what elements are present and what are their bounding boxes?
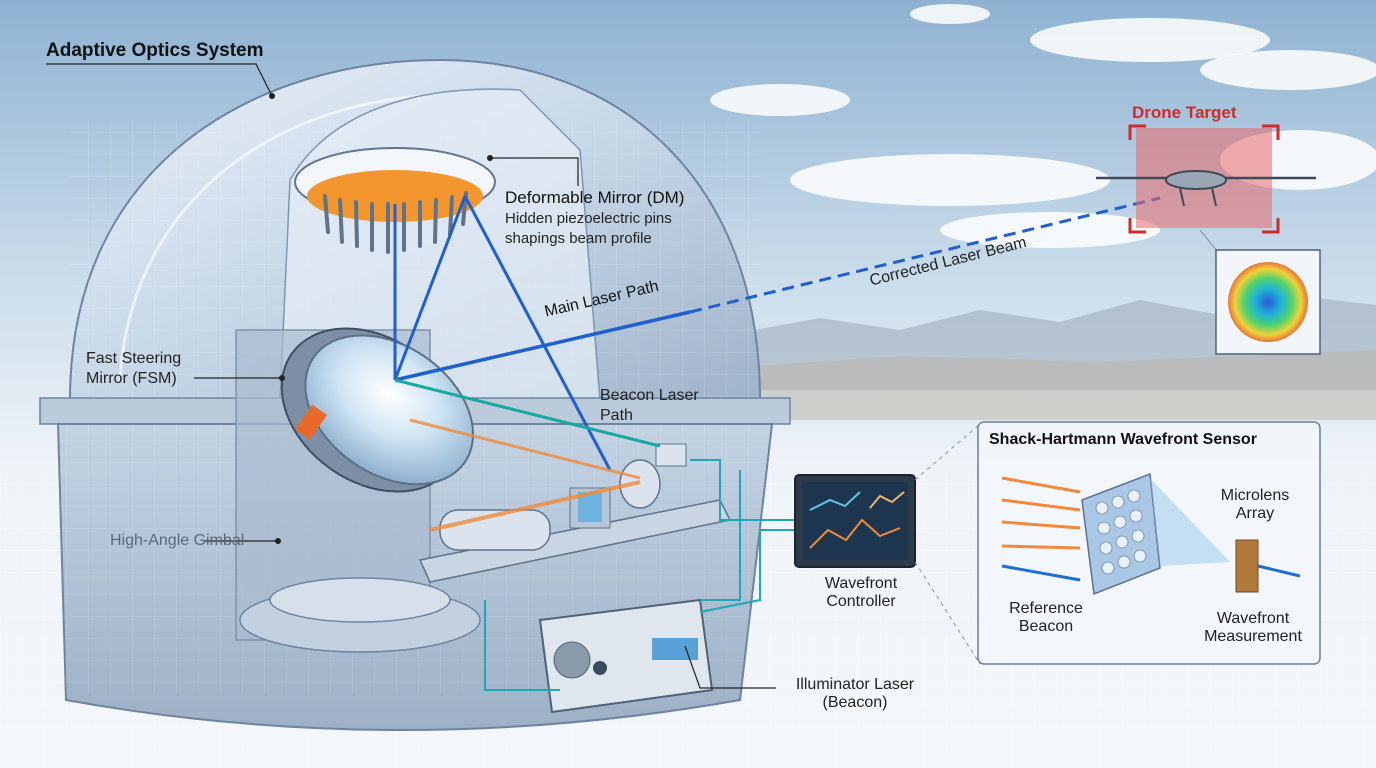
control-wires: [484, 459, 795, 691]
deformable-mirror: [294, 147, 496, 254]
deformable-mirror-description: Hidden piezoelectric pins shapings beam …: [505, 210, 672, 247]
drone-target: [1096, 124, 1316, 234]
wavefront-controller-label: Wavefront Controller: [824, 575, 898, 610]
deformable-mirror-label: Deformable Mirror (DM): [505, 188, 685, 207]
shack-hartmann-title: Shack-Hartmann Wavefront Sensor: [989, 431, 1257, 448]
hills: [700, 350, 1376, 420]
incoming-rays: [1001, 476, 1081, 550]
corrected-beam-line: [689, 196, 1161, 314]
illuminator-laser-label: Illuminator Laser (Beacon): [795, 676, 915, 711]
drone-silhouette: [1096, 170, 1316, 207]
microlens-array-label: Microlens Array: [1220, 487, 1290, 522]
illuminator-laser-unit: [538, 598, 714, 714]
diagram-title: Adaptive Optics System: [46, 40, 264, 61]
beacon-laser-path-label: Beacon Laser Path: [600, 387, 699, 424]
reference-beacon-label: Reference Beacon: [1009, 600, 1083, 635]
gimbal-label: High-Angle Gimbal: [110, 532, 245, 549]
fast-steering-mirror-label: Fast Steering Mirror (FSM): [86, 350, 182, 387]
drone-target-label: Drone Target: [1132, 103, 1237, 122]
shack-hartmann-panel: [977, 421, 1321, 665]
wavefront-inset: [1199, 229, 1321, 355]
sensor-projection: [914, 423, 981, 665]
laser-beams: [393, 195, 1161, 532]
leader-dots: [269, 93, 493, 544]
wavefront-controller-monitor: [794, 474, 916, 568]
leader-lines: [46, 63, 776, 689]
wavefront-measurement-label: Wavefront Measurement: [1204, 610, 1302, 645]
detector-plate: [1235, 539, 1259, 593]
